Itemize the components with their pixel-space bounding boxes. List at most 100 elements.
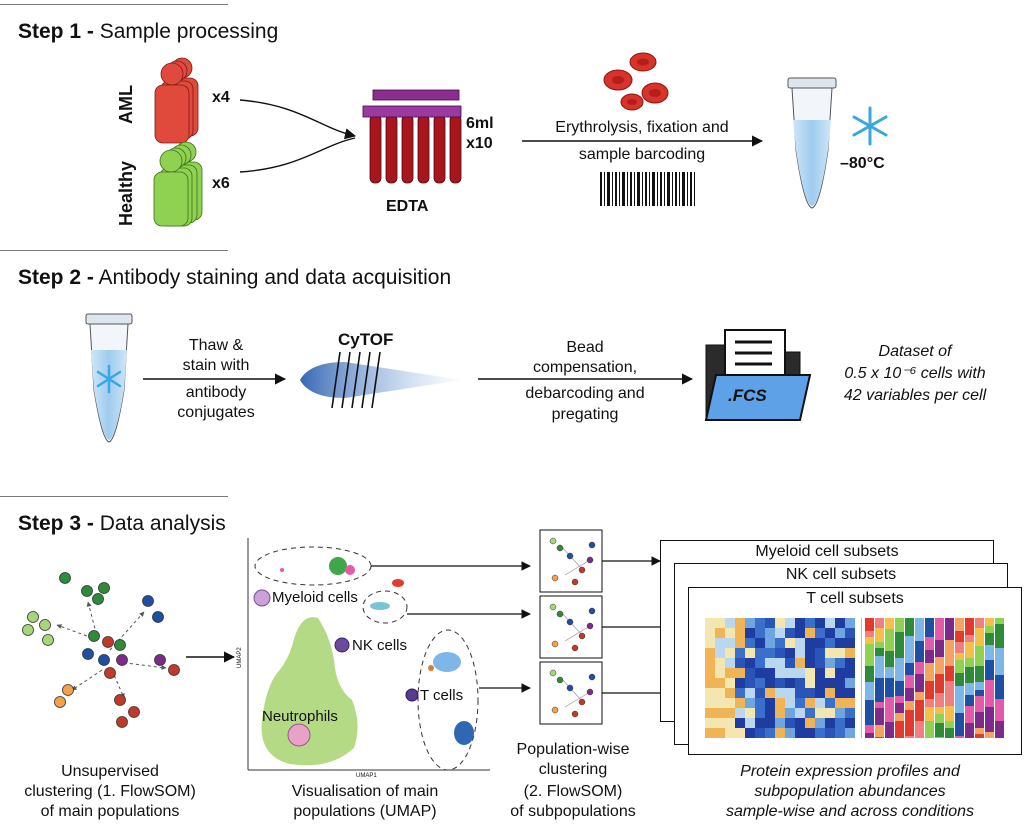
abundance-segment [865, 618, 874, 631]
healthy-count: x6 [212, 175, 230, 192]
heatmap-cell [725, 628, 735, 638]
heatmap-cell [735, 728, 745, 738]
heatmap-cell [775, 638, 785, 648]
thawed-tube-icon [85, 313, 133, 443]
heatmap-cell [845, 728, 855, 738]
heatmap-cell [755, 698, 765, 708]
abundance-bars [865, 618, 1005, 738]
barcode-icon [600, 172, 695, 206]
abundance-segment [935, 707, 944, 714]
step3-name: Data analysis [99, 512, 226, 535]
panel-nk-title: NK cell subsets [785, 566, 897, 583]
heatmap-cell [705, 678, 715, 688]
stain-line1: Thaw & [188, 337, 244, 354]
flowsom-tree [56, 601, 167, 699]
heatmap-cell [795, 618, 805, 628]
heatmap-cell [735, 668, 745, 678]
step2-number: Step 2 - [18, 266, 94, 289]
abundance-segment [955, 736, 964, 738]
heatmap-cell [705, 728, 715, 738]
red-blood-cells-icon [603, 52, 669, 111]
caption-population-1: Population-wise [516, 741, 630, 758]
heatmap-cell [705, 668, 715, 678]
step3-title: Step 3 - Data analysis [18, 512, 226, 536]
caption-clustering-1: Unsupervised [61, 763, 159, 780]
heatmap-cell [715, 698, 725, 708]
abundance-segment [995, 675, 1004, 699]
caption-population-2: clustering [538, 761, 608, 778]
heatmap-cell [775, 628, 785, 638]
heatmap-cell [725, 658, 735, 668]
heatmap-cell [815, 678, 825, 688]
abundance-segment [955, 642, 964, 653]
abundance-segment [865, 631, 874, 637]
heatmap-cell [845, 698, 855, 708]
heatmap-cell [825, 678, 835, 688]
heatmap-cell [765, 628, 775, 638]
heatmap-cell [705, 708, 715, 718]
abundance-segment [925, 618, 934, 637]
heatmap-cell [745, 718, 755, 728]
heatmap-cell [785, 658, 795, 668]
abundance-segment [895, 632, 904, 658]
abundance-segment [965, 706, 974, 723]
abundance-segment [935, 714, 944, 723]
abundance-segment [925, 699, 934, 707]
heatmap-cell [755, 728, 765, 738]
abundance-segment [965, 695, 974, 706]
heatmap-cell [845, 658, 855, 668]
abundance-segment [885, 618, 894, 629]
heatmap-cell [725, 708, 735, 718]
heatmap-cell [835, 618, 845, 628]
abundance-segment [865, 644, 874, 666]
heatmap-cell [735, 678, 745, 688]
caption-clustering-3: of main populations [40, 803, 180, 820]
heatmap-cell [755, 678, 765, 688]
heatmap-cell [755, 718, 765, 728]
heatmap-cell [845, 628, 855, 638]
abundance-segment [905, 636, 914, 663]
heatmap-cell [715, 728, 725, 738]
heatmap-cell [745, 628, 755, 638]
panel-t-title: T cell subsets [806, 590, 904, 607]
step1-number: Step 1 - [18, 20, 94, 43]
heatmap-cell [805, 638, 815, 648]
abundance-segment [875, 737, 884, 738]
heatmap-cell [735, 648, 745, 658]
heatmap-cell [765, 688, 775, 698]
abundance-segment [875, 678, 884, 702]
abundance-segment [905, 675, 914, 688]
heatmap-cell [765, 648, 775, 658]
heatmap-cell [755, 688, 765, 698]
heatmap-cell [825, 628, 835, 638]
cluster-myeloid: Myeloid cells [272, 589, 358, 606]
heatmap-cell [795, 708, 805, 718]
abundance-segment [935, 693, 944, 707]
abundance-segment [895, 703, 904, 713]
abundance-segment [975, 712, 984, 728]
healthy-merge-curve [239, 137, 356, 173]
heatmap-cell [725, 638, 735, 648]
heatmap-cell [815, 718, 825, 728]
heatmap-cell [765, 668, 775, 678]
heatmap-cell [805, 658, 815, 668]
caption-population-3: (2. FlowSOM) [523, 783, 623, 800]
abundance-segment [965, 723, 974, 738]
abundance-segment [895, 681, 904, 696]
dataset-line3: 42 variables per cell [843, 387, 987, 404]
heatmap-cell [715, 688, 725, 698]
heatmap-cell [795, 678, 805, 688]
heatmap-cell [845, 678, 855, 688]
abundance-segment [905, 736, 914, 738]
umap-plot [247, 538, 490, 771]
heatmap-cell [785, 688, 795, 698]
abundance-segment [975, 618, 984, 628]
heatmap-cell [725, 728, 735, 738]
abundance-segment [955, 660, 964, 673]
abundance-segment [885, 629, 894, 651]
heatmap-cell [815, 648, 825, 658]
abundance-segment [945, 681, 954, 706]
cytof-beam-icon [300, 351, 462, 409]
heatmap-cell [825, 708, 835, 718]
abundance-segment [935, 674, 944, 693]
